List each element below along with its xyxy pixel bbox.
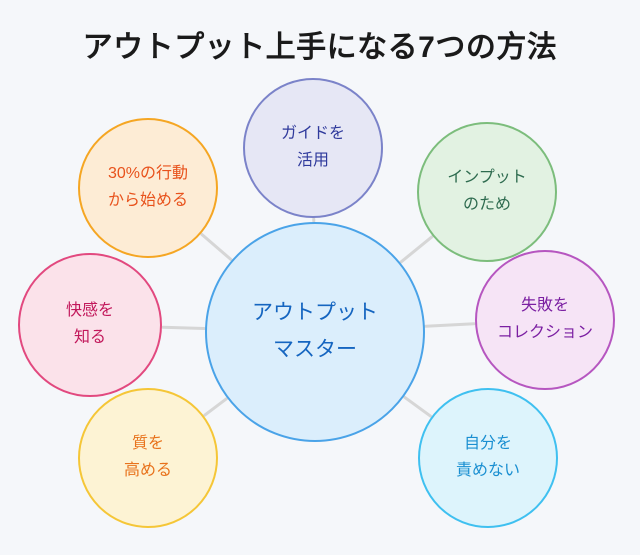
connector-line: [203, 397, 228, 417]
node-output-master[interactable]: アウトプットマスター: [205, 222, 425, 442]
connector-line: [424, 322, 476, 328]
node-label-line: から始める: [107, 192, 188, 209]
node-raise-quality[interactable]: 質を高める: [78, 388, 218, 528]
node-guide-activate[interactable]: ガイドを活用: [243, 78, 383, 218]
node-for-input[interactable]: インプットのため: [417, 122, 557, 262]
node-label-line: 高める: [123, 462, 172, 479]
connector-line: [399, 235, 434, 264]
node-label-line: 快感を: [65, 302, 114, 320]
node-do-not-blame-yourself[interactable]: 自分を責めない: [418, 388, 558, 528]
node-label-line: 質を: [131, 435, 164, 453]
connector-line: [200, 232, 233, 262]
connector-line: [161, 325, 206, 331]
node-collect-failures[interactable]: 失敗をコレクション: [475, 250, 615, 390]
connector-line: [403, 395, 433, 418]
node-label-line: 30%の行動: [107, 165, 189, 183]
node-label-line: 責めない: [455, 462, 520, 479]
node-label-line: アウトプット: [252, 301, 378, 325]
node-label-line: 活用: [296, 152, 329, 169]
node-label-line: ガイドを: [280, 125, 345, 143]
node-label-line: のため: [462, 196, 511, 213]
node-start-with-30-percent[interactable]: 30%の行動から始める: [78, 118, 218, 258]
node-label-line: 失敗を: [520, 297, 569, 315]
node-label-line: 知る: [73, 329, 106, 346]
node-label-line: 自分を: [463, 435, 512, 453]
page-title: アウトプット上手になる7つの方法: [82, 31, 558, 64]
node-know-pleasure[interactable]: 快感を知る: [18, 253, 162, 397]
node-label-line: マスター: [273, 338, 357, 361]
node-label-line: インプット: [447, 169, 527, 187]
node-label-line: コレクション: [496, 324, 593, 341]
